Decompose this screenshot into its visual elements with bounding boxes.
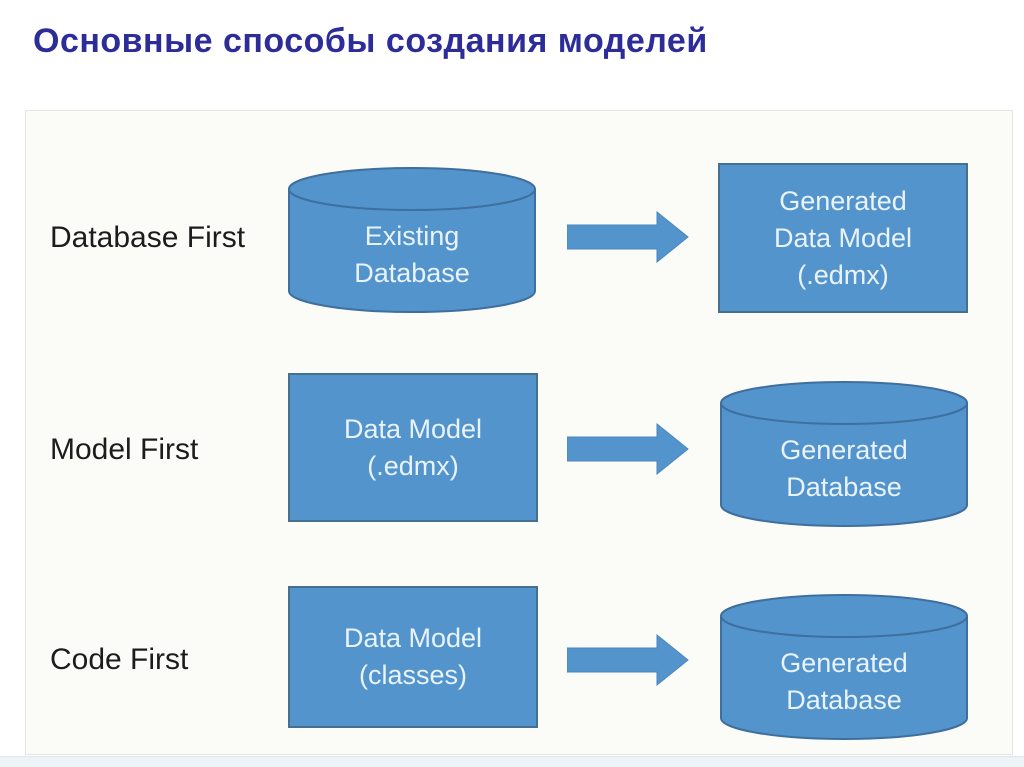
cylinder-existing-database: Existing Database bbox=[287, 166, 537, 314]
right-arrow-icon bbox=[567, 634, 689, 686]
cylinder-label: Generated Database bbox=[719, 593, 969, 741]
shape-text-line: Database bbox=[354, 258, 470, 288]
shape-text-line: (classes) bbox=[358, 660, 467, 690]
shape-text-line: Data Model bbox=[773, 222, 913, 253]
shape-text-line: Database bbox=[786, 472, 902, 502]
shape-text-line: Generated bbox=[779, 185, 907, 216]
rect-data-model-edmx: Data Model (.edmx) bbox=[288, 373, 538, 522]
right-arrow-icon bbox=[567, 423, 689, 475]
right-arrow-icon bbox=[567, 211, 689, 263]
row-label-model-first: Model First bbox=[50, 433, 199, 466]
shape-text-line: Data Model bbox=[343, 413, 483, 444]
cylinder-label: Generated Database bbox=[719, 380, 969, 528]
rect-data-model-classes: Data Model (classes) bbox=[288, 586, 538, 728]
database-cylinder-icon bbox=[720, 594, 968, 740]
cylinder-label: Existing Database bbox=[287, 166, 537, 314]
shape-text-line: Existing bbox=[364, 221, 460, 251]
bottom-strip bbox=[0, 756, 1024, 767]
shape-text-line: Data Model bbox=[343, 623, 483, 653]
cylinder-generated-database-1: Generated Database bbox=[719, 380, 969, 528]
row-label-database-first: Database First bbox=[50, 221, 246, 254]
page-title: Основные способы создания моделей bbox=[33, 22, 708, 60]
shape-text-line: (.edmx) bbox=[797, 259, 889, 290]
database-cylinder-icon bbox=[720, 381, 968, 527]
shape-text-line: (.edmx) bbox=[367, 450, 459, 481]
rect-generated-data-model: Generated Data Model (.edmx) bbox=[718, 163, 968, 313]
row-label-code-first: Code First bbox=[50, 643, 189, 676]
database-cylinder-icon bbox=[288, 167, 536, 313]
shape-text-line: Generated bbox=[780, 435, 908, 465]
cylinder-generated-database-2: Generated Database bbox=[719, 593, 969, 741]
shape-text-line: Database bbox=[786, 685, 902, 715]
shape-text-line: Generated bbox=[780, 648, 908, 678]
